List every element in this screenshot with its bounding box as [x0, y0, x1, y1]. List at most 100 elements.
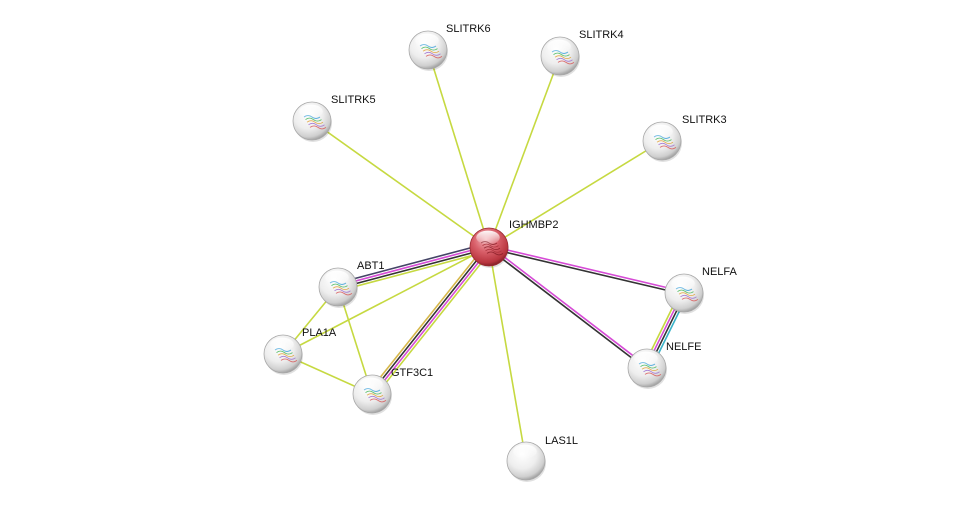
- edge-line-coexpression: [370, 245, 489, 394]
- edge-line-experiments: [372, 247, 491, 396]
- structure-strand: [482, 243, 499, 248]
- edge-line-experiments: [337, 244, 489, 287]
- edge-line-experiments: [489, 245, 649, 368]
- node-gloss: [415, 33, 439, 48]
- structure-strand: [644, 372, 662, 377]
- edge-line-textmining: [488, 140, 663, 248]
- structure-strand: [486, 251, 504, 256]
- structure-strand: [334, 288, 351, 293]
- structure-strand: [678, 292, 696, 297]
- structure-strand: [680, 294, 697, 299]
- structure-strand: [556, 57, 573, 62]
- node-pla1a[interactable]: PLA1A: [263, 327, 337, 375]
- structure-strand: [677, 289, 694, 294]
- node-gloss: [476, 230, 500, 245]
- node-label-slitrk4: SLITRK4: [579, 29, 624, 41]
- node-label-nelfe: NELFE: [666, 341, 701, 353]
- edge-ighmbp2-slitrk3[interactable]: [488, 140, 663, 248]
- edge-ighmbp2-pla1a[interactable]: [282, 246, 490, 355]
- node-label-gtf3c1: GTF3C1: [391, 367, 433, 379]
- node-slitrk4[interactable]: SLITRK4: [540, 29, 624, 77]
- node-gtf3c1[interactable]: GTF3C1: [352, 367, 433, 415]
- node-gloss: [634, 351, 658, 366]
- node-label-las1l: LAS1L: [545, 435, 578, 447]
- structure-strand: [658, 142, 675, 147]
- node-label-slitrk3: SLITRK3: [682, 114, 727, 126]
- edge-line-textmining: [374, 248, 493, 397]
- structure-strand: [368, 395, 385, 400]
- node-gloss: [270, 337, 294, 352]
- structure-strand: [557, 60, 575, 65]
- structure-strand: [332, 286, 350, 291]
- edge-line-textmining: [488, 55, 561, 248]
- structure-strand: [554, 55, 572, 60]
- edge-line-textmining: [338, 249, 491, 292]
- structure-strand: [366, 393, 384, 398]
- edge-line-coexpression: [487, 247, 647, 370]
- structure-strand: [485, 248, 502, 253]
- node-gloss: [649, 124, 673, 139]
- edge-line-coexpression: [488, 247, 684, 296]
- structure-strand: [280, 358, 298, 363]
- edge-line-textmining: [282, 246, 490, 355]
- edge-line-coexpression: [338, 247, 490, 290]
- edge-ighmbp2-las1l[interactable]: [488, 246, 527, 462]
- structure-strand: [421, 46, 438, 51]
- structure-strand: [483, 246, 501, 251]
- edge-line-experiments: [489, 244, 685, 293]
- edge-line-textmining2: [368, 244, 487, 393]
- structure-strand: [308, 122, 325, 127]
- node-label-ighmbp2: IGHMBP2: [509, 219, 559, 231]
- structure-strand: [425, 54, 443, 59]
- structure-strand: [306, 120, 324, 125]
- node-abt1[interactable]: ABT1: [318, 260, 385, 308]
- node-las1l[interactable]: LAS1L: [506, 435, 578, 482]
- edge-ighmbp2-nelfa[interactable]: [488, 244, 685, 296]
- node-gloss: [671, 276, 695, 291]
- node-label-pla1a: PLA1A: [302, 327, 337, 339]
- node-slitrk3[interactable]: SLITRK3: [642, 114, 727, 162]
- edge-line-textmining: [311, 120, 490, 248]
- structure-strand: [640, 364, 657, 369]
- edge-ighmbp2-slitrk6[interactable]: [427, 49, 490, 248]
- node-slitrk6[interactable]: SLITRK6: [408, 23, 491, 71]
- structure-strand: [276, 350, 293, 355]
- node-label-abt1: ABT1: [357, 260, 385, 272]
- node-label-nelfa: NELFA: [702, 266, 738, 278]
- node-gloss: [513, 444, 537, 459]
- structure-strand: [659, 145, 677, 150]
- structure-strand: [279, 355, 296, 360]
- node-gloss: [325, 270, 349, 285]
- structure-strand: [277, 353, 295, 358]
- edge-ighmbp2-slitrk4[interactable]: [488, 55, 561, 248]
- node-slitrk5[interactable]: SLITRK5: [292, 94, 376, 142]
- node-label-slitrk6: SLITRK6: [446, 23, 491, 35]
- node-gloss: [299, 104, 323, 119]
- structure-strand: [681, 297, 699, 302]
- structure-strand: [424, 51, 441, 56]
- edge-ighmbp2-gtf3c1[interactable]: [368, 244, 493, 397]
- structure-strand: [655, 137, 672, 142]
- node-gloss: [359, 377, 383, 392]
- structure-strand: [553, 52, 570, 57]
- node-nelfe[interactable]: NELFE: [627, 341, 701, 389]
- structure-strand: [305, 117, 322, 122]
- edge-ighmbp2-abt1[interactable]: [336, 242, 491, 292]
- edge-ighmbp2-nelfe[interactable]: [487, 245, 649, 370]
- structure-strand: [656, 140, 674, 145]
- structure-strand: [365, 390, 382, 395]
- edge-ighmbp2-slitrk5[interactable]: [311, 120, 490, 248]
- node-label-slitrk5: SLITRK5: [331, 94, 376, 106]
- structure-strand: [369, 398, 387, 403]
- structure-strand: [641, 367, 659, 372]
- node-gloss: [547, 39, 571, 54]
- edge-line-coexpression2: [336, 242, 489, 285]
- node-nelfa[interactable]: NELFA: [664, 266, 738, 314]
- structure-strand: [331, 283, 348, 288]
- structure-strand: [422, 49, 440, 54]
- edge-line-textmining: [488, 246, 527, 462]
- node-ighmbp2[interactable]: IGHMBP2: [469, 219, 559, 268]
- structure-strand: [309, 125, 327, 130]
